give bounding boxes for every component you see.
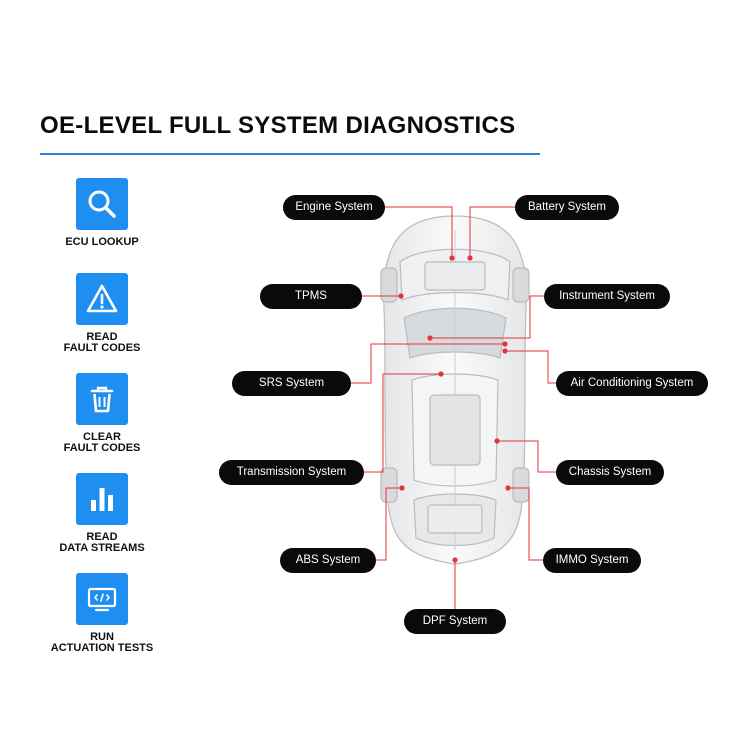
label-engine-system[interactable]: Engine System xyxy=(283,195,385,220)
feature-run-actuation-tests[interactable]: RUN ACTUATION TESTS xyxy=(40,573,164,654)
car-body xyxy=(380,215,530,565)
magnifier-icon xyxy=(88,190,116,218)
feature-label: ECU LOOKUP xyxy=(65,236,139,248)
feature-read-fault-codes[interactable]: READ FAULT CODES xyxy=(40,273,164,354)
feature-ecu-lookup[interactable]: ECU LOOKUP xyxy=(40,178,164,248)
code-monitor-icon xyxy=(87,587,117,612)
label-chassis-system[interactable]: Chassis System xyxy=(556,460,664,485)
feature-read-data-streams[interactable]: READ DATA STREAMS xyxy=(40,473,164,554)
feature-label: READ FAULT CODES xyxy=(63,331,141,354)
label-dpf-system[interactable]: DPF System xyxy=(404,609,506,634)
label-tpms[interactable]: TPMS xyxy=(260,284,362,309)
page-title: OE-LEVEL FULL SYSTEM DIAGNOSTICS xyxy=(40,112,516,139)
warning-triangle-icon xyxy=(86,284,118,313)
label-air-conditioning-system[interactable]: Air Conditioning System xyxy=(556,371,708,396)
callout-lines xyxy=(351,206,566,611)
feature-tile[interactable] xyxy=(76,573,128,625)
label-battery-system[interactable]: Battery System xyxy=(515,195,619,220)
label-srs-system[interactable]: SRS System xyxy=(232,371,351,396)
trash-icon xyxy=(90,386,114,413)
feature-tile[interactable] xyxy=(76,273,128,325)
label-immo-system[interactable]: IMMO System xyxy=(543,548,641,573)
feature-label: RUN ACTUATION TESTS xyxy=(50,631,154,654)
label-abs-system[interactable]: ABS System xyxy=(280,548,376,573)
feature-label: READ DATA STREAMS xyxy=(59,531,145,554)
label-transmission-system[interactable]: Transmission System xyxy=(219,460,364,485)
title-underline xyxy=(40,153,540,155)
feature-label: CLEAR FAULT CODES xyxy=(63,431,141,454)
feature-tile[interactable] xyxy=(76,373,128,425)
feature-clear-fault-codes[interactable]: CLEAR FAULT CODES xyxy=(40,373,164,454)
feature-tile[interactable] xyxy=(76,473,128,525)
callout-dots xyxy=(398,255,511,563)
label-instrument-system[interactable]: Instrument System xyxy=(544,284,670,309)
feature-tile[interactable] xyxy=(76,178,128,230)
bar-chart-icon xyxy=(91,488,113,511)
